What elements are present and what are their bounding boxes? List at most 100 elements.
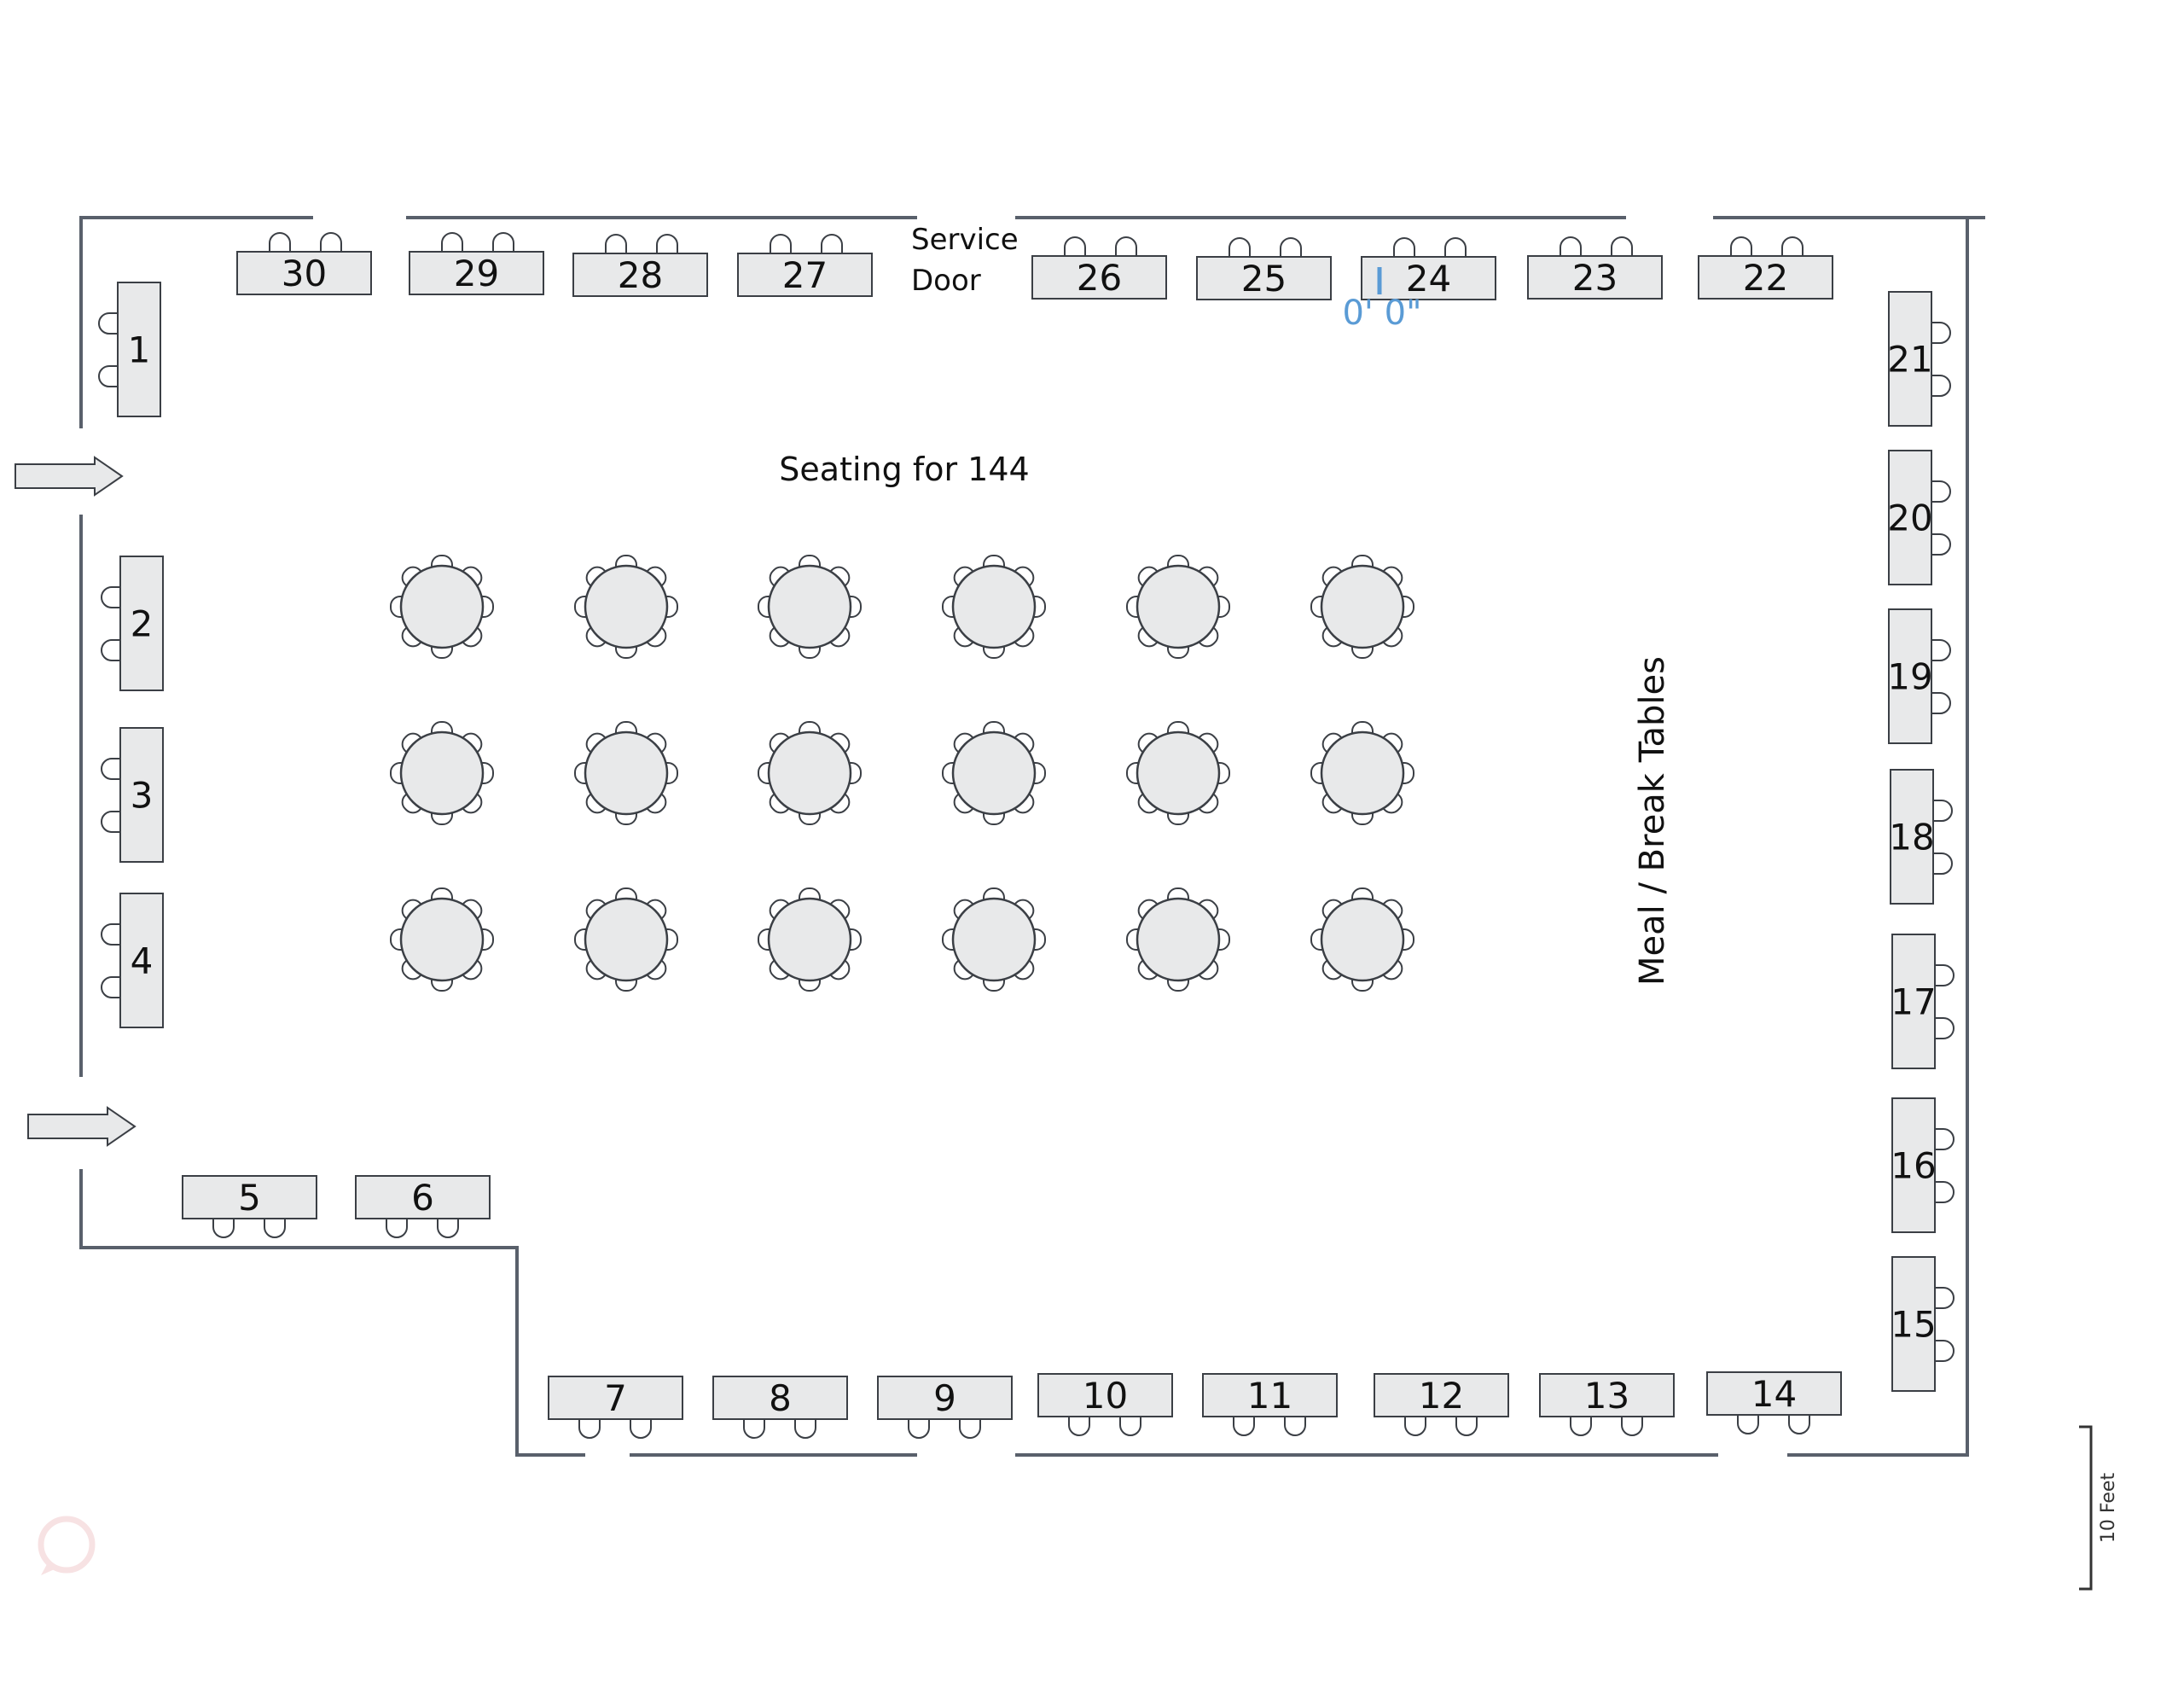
exhibit-table-30[interactable]: 30	[236, 232, 372, 295]
exhibit-table-16[interactable]: 16	[1891, 1097, 1955, 1233]
exhibit-table-20[interactable]: 20	[1887, 450, 1951, 585]
table-number: 18	[1889, 817, 1934, 858]
exhibit-table-top	[712, 1376, 848, 1420]
chair	[770, 234, 792, 253]
chair	[1935, 964, 1955, 986]
exhibit-table-5[interactable]: 5	[182, 1175, 317, 1238]
exhibit-table-26[interactable]: 26	[1031, 236, 1167, 300]
exhibit-table-top	[1891, 1097, 1936, 1233]
exhibit-table-2[interactable]: 2	[101, 556, 164, 691]
arrow-right-icon	[15, 456, 124, 497]
chair	[821, 234, 843, 253]
round-table[interactable]	[758, 887, 862, 992]
exhibit-table-top	[1037, 1373, 1173, 1417]
exhibit-table-top	[1527, 255, 1663, 300]
chair	[1068, 1417, 1090, 1436]
exhibit-table-top	[1891, 934, 1936, 1069]
exhibit-table-8[interactable]: 8	[712, 1376, 848, 1439]
exhibit-table-24[interactable]: 24	[1361, 237, 1496, 300]
table-number: 4	[131, 940, 154, 982]
exhibit-table-14[interactable]: 14	[1706, 1371, 1842, 1434]
exhibit-table-top	[1361, 256, 1496, 300]
exhibit-table-27[interactable]: 27	[737, 234, 873, 297]
round-table[interactable]	[1310, 555, 1414, 659]
round-table[interactable]	[942, 887, 1046, 992]
chair	[656, 234, 678, 253]
round-table[interactable]	[1310, 887, 1414, 992]
table-number: 14	[1751, 1373, 1797, 1415]
measurement-readout: 0' 0"	[1342, 294, 1421, 333]
exhibit-table-top	[1888, 608, 1932, 744]
round-table[interactable]	[390, 887, 494, 992]
exhibit-table-top	[1202, 1373, 1338, 1417]
round-table[interactable]	[1126, 555, 1230, 659]
chair	[1228, 237, 1251, 257]
round-table[interactable]	[574, 555, 678, 659]
exhibit-table-22[interactable]: 22	[1698, 236, 1833, 300]
chair	[437, 1219, 459, 1238]
exhibit-table-18[interactable]: 18	[1889, 769, 1953, 905]
chair	[1935, 1181, 1955, 1203]
table-number: 7	[604, 1377, 627, 1419]
exhibit-table-21[interactable]: 21	[1887, 291, 1951, 427]
exhibit-table-4[interactable]: 4	[101, 893, 164, 1028]
round-table-top	[399, 564, 485, 649]
exhibit-table-3[interactable]: 3	[101, 727, 164, 863]
exhibit-table-6[interactable]: 6	[355, 1175, 491, 1238]
service-door-label-line1: Service	[911, 223, 1019, 257]
table-number: 13	[1584, 1375, 1629, 1417]
chair	[1455, 1417, 1478, 1436]
exhibit-table-28[interactable]: 28	[572, 234, 708, 297]
chair	[1935, 1340, 1955, 1362]
exhibit-table-23[interactable]: 23	[1527, 236, 1663, 300]
table-number: 22	[1743, 257, 1788, 299]
exhibit-table-top	[117, 282, 161, 417]
round-table[interactable]	[1126, 721, 1230, 825]
sun-logo-icon	[38, 1516, 96, 1575]
round-table-top	[951, 564, 1037, 649]
exhibit-table-7[interactable]: 7	[548, 1376, 683, 1439]
exhibit-table-19[interactable]: 19	[1887, 608, 1951, 744]
exhibit-table-top	[1539, 1373, 1675, 1417]
exhibit-table-10[interactable]: 10	[1037, 1373, 1173, 1436]
round-table[interactable]	[758, 721, 862, 825]
table-number: 25	[1241, 258, 1287, 300]
round-table[interactable]	[1310, 721, 1414, 825]
exhibit-table-29[interactable]: 29	[409, 232, 544, 295]
room-walls	[79, 216, 1985, 1457]
exhibit-table-top	[572, 253, 708, 297]
round-table-top	[951, 730, 1037, 816]
chair	[1931, 480, 1951, 503]
round-table-top	[767, 730, 852, 816]
exhibit-table-11[interactable]: 11	[1202, 1373, 1338, 1436]
exhibit-table-top	[182, 1175, 317, 1219]
exhibit-table-15[interactable]: 15	[1891, 1256, 1955, 1392]
table-number: 3	[131, 775, 154, 817]
exhibit-table-13[interactable]: 13	[1539, 1373, 1675, 1436]
table-number: 11	[1247, 1375, 1292, 1417]
round-table[interactable]	[390, 721, 494, 825]
round-table[interactable]	[574, 887, 678, 992]
chair	[959, 1419, 981, 1439]
round-table-top	[584, 730, 669, 816]
chair	[1621, 1417, 1643, 1436]
exhibit-table-12[interactable]: 12	[1374, 1373, 1509, 1436]
round-table[interactable]	[942, 555, 1046, 659]
round-table[interactable]	[574, 721, 678, 825]
chair	[1233, 1417, 1255, 1436]
table-number: 23	[1572, 257, 1618, 299]
exhibit-table-17[interactable]: 17	[1891, 934, 1955, 1069]
exhibit-table-25[interactable]: 25	[1196, 237, 1332, 300]
exhibit-table-9[interactable]: 9	[877, 1376, 1013, 1439]
round-table[interactable]	[758, 555, 862, 659]
chair	[1444, 237, 1467, 257]
round-table[interactable]	[942, 721, 1046, 825]
exhibit-table-1[interactable]: 1	[98, 282, 161, 417]
round-table[interactable]	[1126, 887, 1230, 992]
table-number: 17	[1891, 981, 1936, 1023]
meal-break-label: Meal / Break Tables	[1633, 656, 1672, 986]
round-table[interactable]	[390, 555, 494, 659]
chair	[1570, 1417, 1592, 1436]
table-number: 16	[1891, 1145, 1936, 1187]
round-table-top	[584, 564, 669, 649]
